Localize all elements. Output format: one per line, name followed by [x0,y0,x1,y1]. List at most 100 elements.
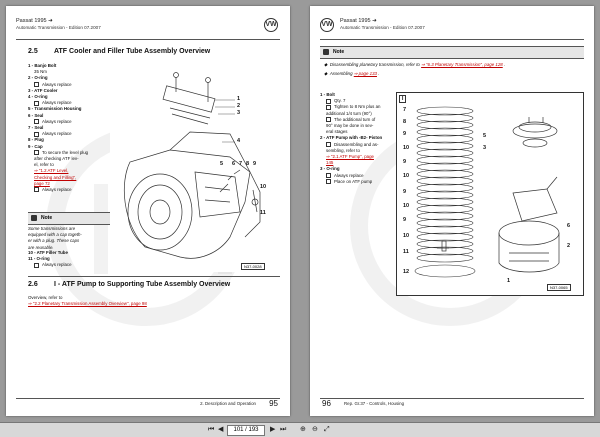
list-item-label: sembling, refer to [326,147,360,153]
note-bullet-1: ◆ Disassembling planetary transmission, … [324,62,506,67]
list-item-label: after checking ATF lev- [34,156,79,162]
clutch-disc-ring [416,155,474,165]
header-model: Passat 1995 ➜ [16,18,53,24]
checkbox-square-icon [326,141,331,147]
footer-rule-right [320,398,584,399]
list-item: 35 Nm [28,69,88,75]
list-item[interactable]: 145 [320,160,382,166]
list-item: 9 - Cap [28,144,88,150]
list-item-label: additional 1/4 turn (90°) [326,110,372,116]
list-item-label: 1 - Bolt [320,92,335,97]
zoom-out-icon[interactable]: ⊖ [312,426,318,433]
list-item: Tighten to 8 Nm plus an [320,104,382,110]
section2-title: I - ATF Pump to Supporting Tube Assembly… [54,281,231,288]
list-item-label: Disassembling and as- [334,141,379,147]
list-item: 10 - ATF Filler Tube [28,250,72,256]
overview-link[interactable]: ⇒ "2.2 Planetary Transmission Assembly O… [28,301,147,306]
list-item-label: ⇒ "1.2 ATF Level, [34,168,69,174]
clutch-disc-ring [416,190,474,200]
list-item-label: Always replace [42,131,72,137]
list-item-label: Always replace [334,172,364,178]
list-item-label: 5 - Transmission Housing [28,106,82,112]
callout-ring-label: 10 [403,233,410,239]
clutch-disc-ring [416,183,474,193]
prev-page-icon[interactable]: ◀ [218,426,224,433]
list-item-label: 8 - Plug [28,137,44,143]
checkbox-square-icon [34,100,39,106]
note-label-right: Note [333,49,345,55]
clutch-disc-ring [416,169,474,179]
list-item: Always replace [28,119,88,125]
note-icon-right [323,49,329,55]
callout-ring-label: 9 [403,159,407,165]
checkbox-square-icon [34,119,39,125]
list-item-label: Always replace [42,262,72,268]
clutch-disc-ring [416,120,474,130]
link-planetary-transmission[interactable]: ⇒ "6.3 Planetary Transmission", page 128 [421,62,503,67]
next-page-icon[interactable]: ▶ [270,426,276,433]
list-item: 11 - O-ring [28,256,72,262]
list-item-label: 9 - Cap [28,143,43,149]
fullscreen-icon[interactable]: ⤢ [324,426,330,433]
list-item: el, refer to [28,162,88,168]
callout-ring-label: 8 [403,119,407,125]
list-item: 6 - Seal [28,113,88,119]
note-line: are reusable. [28,244,54,250]
callout-7: 7 [239,161,243,167]
clutch-disc-ring [416,148,474,158]
figure-code: N37-0028 [241,263,265,270]
section-rule [28,276,280,277]
note-line: equipped with a cap togeth- [28,232,82,238]
clutch-disc-ring [416,225,474,235]
list-item[interactable]: page 72 [28,181,88,187]
list-item[interactable]: ⇒ "1.2 ATF Level, [28,168,88,174]
note-line: er with a plug. These caps [28,238,80,244]
callout-6: 6 [232,161,236,167]
checkbox-square-icon [34,150,39,156]
list-item: 1 - Bolt [320,92,382,98]
list-item: eral stages [320,129,382,135]
list-item: The additional turn of [320,117,382,123]
callout-right-2: 2 [567,243,571,249]
list-item-label: 2 - O-ring [28,75,48,81]
checkbox-square-icon [326,117,331,123]
link-assembling[interactable]: ⇒ page 133 [353,71,377,77]
right-page-number: 96 [322,399,331,408]
list-item: Disassembling and as- [320,142,382,148]
list-item-label: Checking and Filling", [34,174,77,180]
clutch-disc-ring [416,106,474,116]
zoom-in-icon[interactable]: ⊕ [300,426,306,433]
checkbox-square-icon [34,131,39,137]
first-page-icon[interactable]: ⏮ [208,426,215,433]
callout-ring-label: 11 [403,249,409,255]
list-item-label: 1 - Banjo Bolt [28,63,57,68]
list-item[interactable]: ⇒ "2.1 ATF Pump", page [320,154,382,160]
page-number-input[interactable]: 101 / 193 [227,425,265,436]
list-item-label: 145 [326,160,334,166]
list-item: Qty. 7 [320,98,382,104]
last-page-icon[interactable]: ⏭ [280,426,287,433]
list-item[interactable]: Checking and Filling", [28,175,88,181]
callout-9: 9 [253,161,257,167]
list-item-label: page 72 [34,180,50,186]
section2-number: 2.6 [28,281,38,288]
list-item: 2 - ATF Pump with -B2- Piston [320,135,382,141]
checkbox-square-icon [326,172,331,178]
list-item-label: The additional turn of [334,116,376,122]
note-line: Some transmissions are [28,226,76,231]
overview-text: Overview, refer to [28,295,63,300]
callout-3: 3 [237,110,241,116]
figure-tag: I [399,95,407,103]
list-item: sembling, refer to [320,148,382,154]
section-title: ATF Cooler and Filler Tube Assembly Over… [54,48,211,55]
note-bar-right: Note [320,46,584,59]
list-item-label: 4 - O-ring [28,94,48,100]
atf-pump-drawing [414,106,560,278]
list-item-label: Qty. 7 [334,98,346,104]
checkbox-square-icon [326,98,331,104]
note-bullets: ◆ Disassembling planetary transmission, … [324,62,505,77]
header-rule [16,39,280,40]
document-viewer: Passat 1995 ➜ Automatic Transmission - E… [0,0,600,422]
